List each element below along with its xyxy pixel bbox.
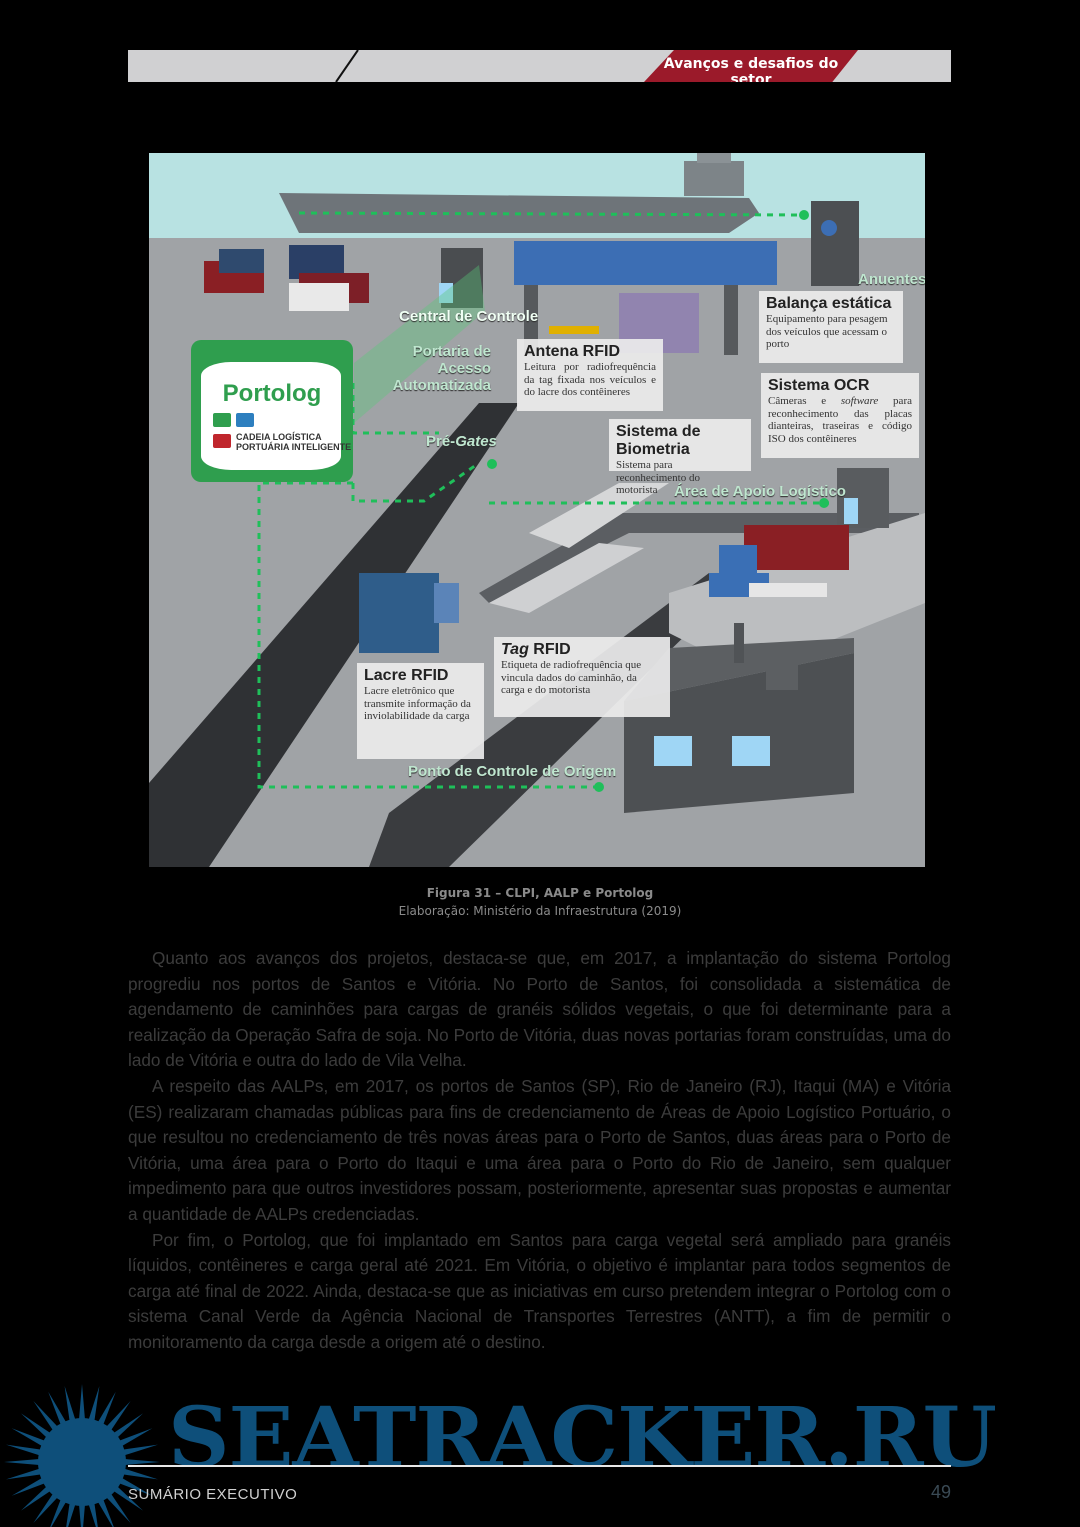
card-sistema-biometria: Sistema de Biometria Sistema para reconh…: [609, 419, 751, 496]
paragraph: A respeito das AALPs, em 2017, os portos…: [128, 1075, 951, 1224]
portolog-subtitle: CADEIA LOGÍSTICA PORTUÁRIA INTELIGENTE: [236, 432, 351, 452]
figure-clpi-aalp-portolog: Portolog CADEIA LOGÍSTICA PORTUÁRIA INTE…: [149, 153, 925, 867]
sun-ray: [48, 1391, 68, 1428]
footer-rule: [128, 1465, 951, 1467]
sun-ray: [116, 1428, 153, 1448]
card-tag-title: Tag RFID: [501, 641, 663, 659]
header-dividers: [335, 50, 359, 82]
card-balanca-desc: Equipamento para pesagem dos veículos qu…: [766, 313, 888, 350]
container-icon: [213, 434, 231, 448]
page-number: 49: [930, 1482, 951, 1502]
sun-ray: [87, 1386, 100, 1424]
card-antena-title: Antena RFID: [524, 343, 620, 360]
port-illustration: [149, 153, 925, 867]
footer-section: SUMÁRIO EXECUTIVO: [128, 1486, 298, 1503]
portolog-name: Portolog: [222, 380, 322, 407]
sun-ray: [66, 1500, 77, 1527]
sun-ray: [104, 1491, 131, 1523]
section-tab: Avanços e desafios do setor: [644, 50, 858, 82]
label-pre-gates: Pré-Gates: [426, 433, 497, 450]
card-balanca-title: Balança estática: [766, 295, 892, 312]
sun-ray: [104, 1401, 131, 1433]
paragraph: Quanto aos avanços dos projetos, destaca…: [128, 948, 951, 1071]
sun-ray: [78, 1501, 86, 1527]
watermark-sun-logo: [4, 1384, 160, 1527]
sun-ray: [120, 1467, 158, 1480]
sun-ray: [50, 1496, 68, 1527]
sun-ray: [96, 1496, 114, 1527]
card-ocr-desc: Câmeras e software para reconhecimento d…: [768, 395, 912, 445]
card-antena-desc: Leitura por radiofrequência da tag fixad…: [524, 361, 656, 398]
card-tag-title-a: Tag: [501, 641, 529, 658]
card-ocr-desc-a: Câmeras e: [768, 395, 841, 407]
card-tag-desc: Etiqueta de radiofrequência que vincula …: [501, 659, 642, 696]
label-portaria: Portaria de Acesso Automatizada: [359, 343, 491, 394]
sun-ray: [33, 1491, 60, 1523]
sun-ray: [111, 1413, 143, 1440]
sun-ray: [11, 1476, 48, 1496]
figure-caption-title: Figura 31 – CLPI, AALP e Portolog: [426, 886, 654, 900]
label-portaria-line2: Acesso Automatizada: [392, 360, 491, 394]
portolog-badge: Portolog CADEIA LOGÍSTICA PORTUÁRIA INTE…: [191, 340, 353, 482]
card-lacre-desc: Lacre eletrônico que transmite informaçã…: [364, 685, 471, 722]
card-lacre-rfid: Lacre RFID Lacre eletrônico que transmit…: [357, 663, 484, 759]
card-sistema-ocr: Sistema OCR Câmeras e software para reco…: [761, 373, 919, 458]
sun-ray: [33, 1401, 60, 1433]
sun-ray: [87, 1500, 98, 1527]
sun-ray: [21, 1484, 53, 1511]
card-tag-rfid: Tag RFID Etiqueta de radiofrequência que…: [494, 637, 670, 717]
card-ocr-desc-c: para reconhecimento das placas dianteira…: [768, 395, 912, 445]
sun-ray: [111, 1484, 143, 1511]
sun-ray: [96, 1391, 116, 1428]
truck-icon: [213, 413, 231, 427]
portolog-subtitle-line2: PORTUÁRIA INTELIGENTE: [236, 442, 352, 452]
sun-ray: [121, 1458, 160, 1466]
sun-ray: [21, 1413, 53, 1440]
body-text: Quanto aos avanços dos projetos, destaca…: [128, 946, 951, 1356]
sun-ray: [120, 1444, 158, 1457]
sun-ray: [78, 1384, 86, 1423]
ship-icon: [236, 413, 254, 427]
label-anuentes: Anuentes: [858, 271, 925, 288]
label-area-apoio: Área de Apoio Logístico: [674, 483, 846, 500]
card-biometria-title: Sistema de Biometria: [616, 423, 701, 458]
label-ponto-origem: Ponto de Controle de Origem: [408, 763, 617, 780]
label-pre-gates-word: Gates: [455, 433, 497, 450]
card-antena-rfid: Antena RFID Leitura por radiofrequência …: [517, 339, 663, 411]
card-tag-title-b: RFID: [528, 641, 571, 658]
card-lacre-title: Lacre RFID: [364, 667, 449, 684]
label-central-controle: Central de Controle: [399, 308, 539, 325]
sun-disc: [38, 1418, 126, 1506]
card-balanca-estatica: Balança estática Equipamento para pesage…: [759, 291, 903, 363]
sun-ray: [4, 1458, 43, 1466]
figure-caption-source: Elaboração: Ministério da Infraestrutura…: [398, 904, 682, 918]
label-portaria-line1: Portaria de: [412, 343, 491, 360]
sun-ray: [64, 1386, 77, 1424]
section-title: Avanços e desafios do setor: [663, 56, 839, 88]
header-bar: Avanços e desafios do setor: [128, 50, 951, 82]
sun-ray: [11, 1428, 48, 1448]
watermark-text: SEATRACKER.RU: [168, 1390, 997, 1486]
sun-ray: [6, 1444, 44, 1457]
paragraph: Por fim, o Portolog, que foi implantado …: [128, 1229, 951, 1352]
portolog-subtitle-line1: CADEIA LOGÍSTICA: [236, 432, 322, 442]
card-ocr-desc-b: software: [840, 395, 879, 407]
sun-ray: [6, 1467, 44, 1480]
card-ocr-title: Sistema OCR: [768, 377, 870, 394]
sun-ray: [116, 1476, 153, 1496]
card-biometria-desc: Sistema para reconhecimento do motorista: [616, 459, 700, 496]
label-pre-gates-prefix: Pré-: [426, 433, 456, 450]
